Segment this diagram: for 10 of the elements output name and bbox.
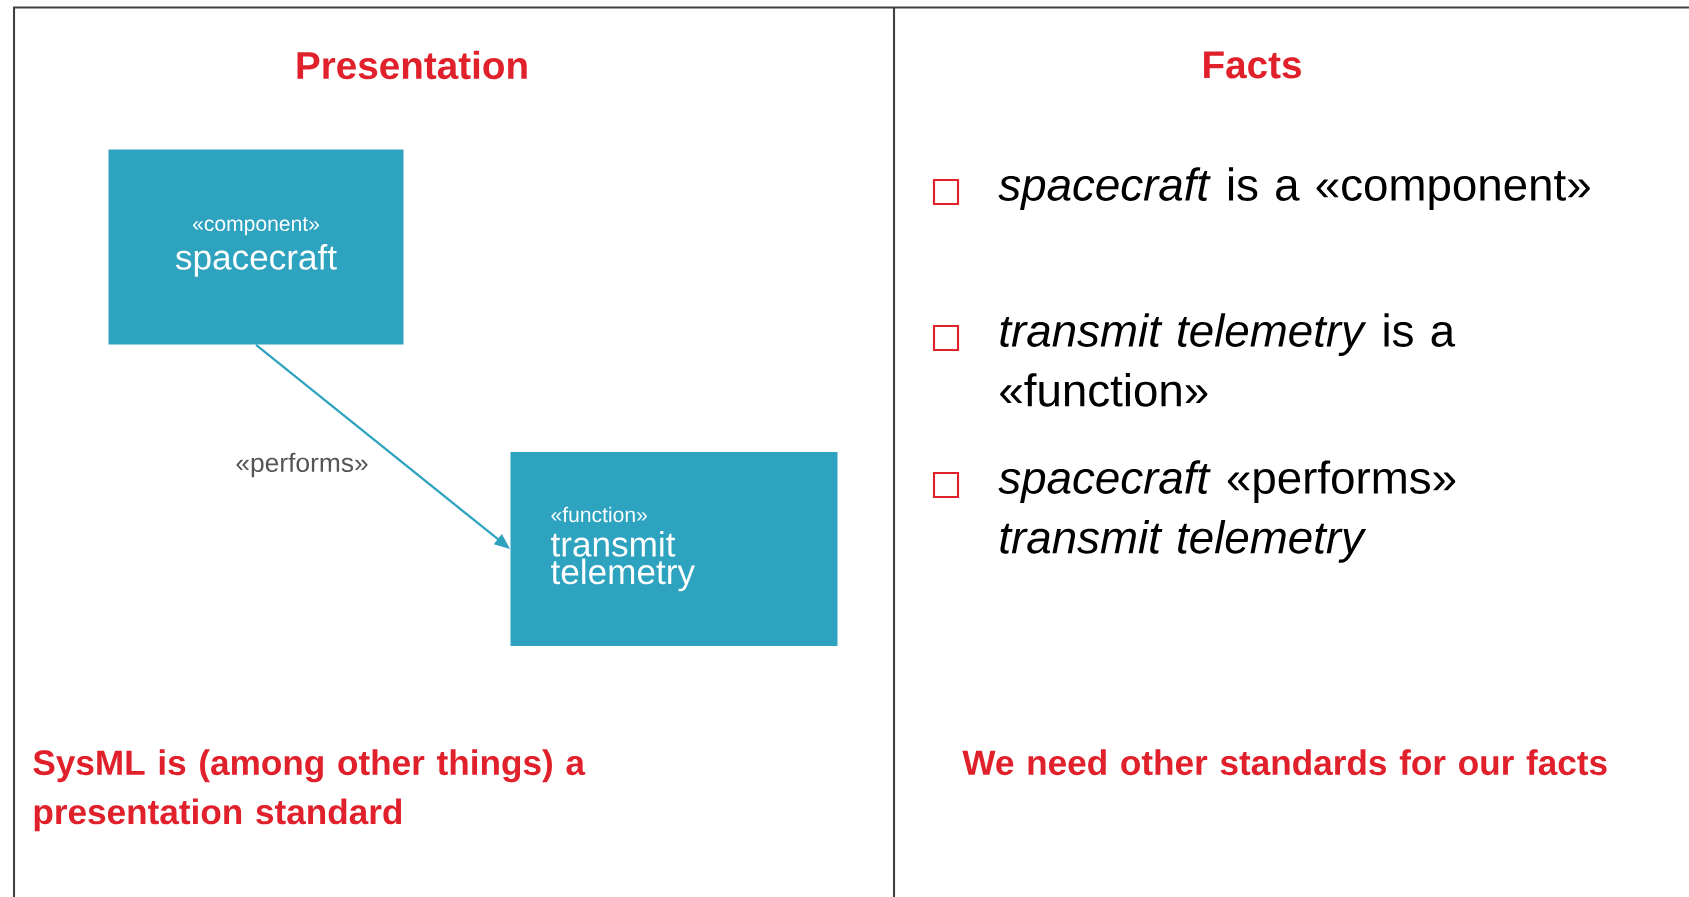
bullet-text: spacecraft is a «component» bbox=[998, 167, 1590, 210]
component-box: «function» transmit telemetry bbox=[510, 452, 838, 646]
panel-heading: Facts bbox=[1204, 51, 1301, 79]
conclusion-text: SysML is (among other things) a presentation standard bbox=[33, 749, 586, 832]
edge-label: «performs» bbox=[233, 451, 371, 480]
conclusion-text: We need other standards for our facts bbox=[962, 749, 1607, 776]
component-box: «component» spacecraft bbox=[108, 149, 404, 345]
bullet-text: transmit telemetry is a «function» bbox=[1000, 313, 1456, 407]
bullet-text: spacecraft «performs» transmit telemetry bbox=[998, 460, 1456, 563]
panel-heading: Presentation bbox=[297, 50, 527, 80]
